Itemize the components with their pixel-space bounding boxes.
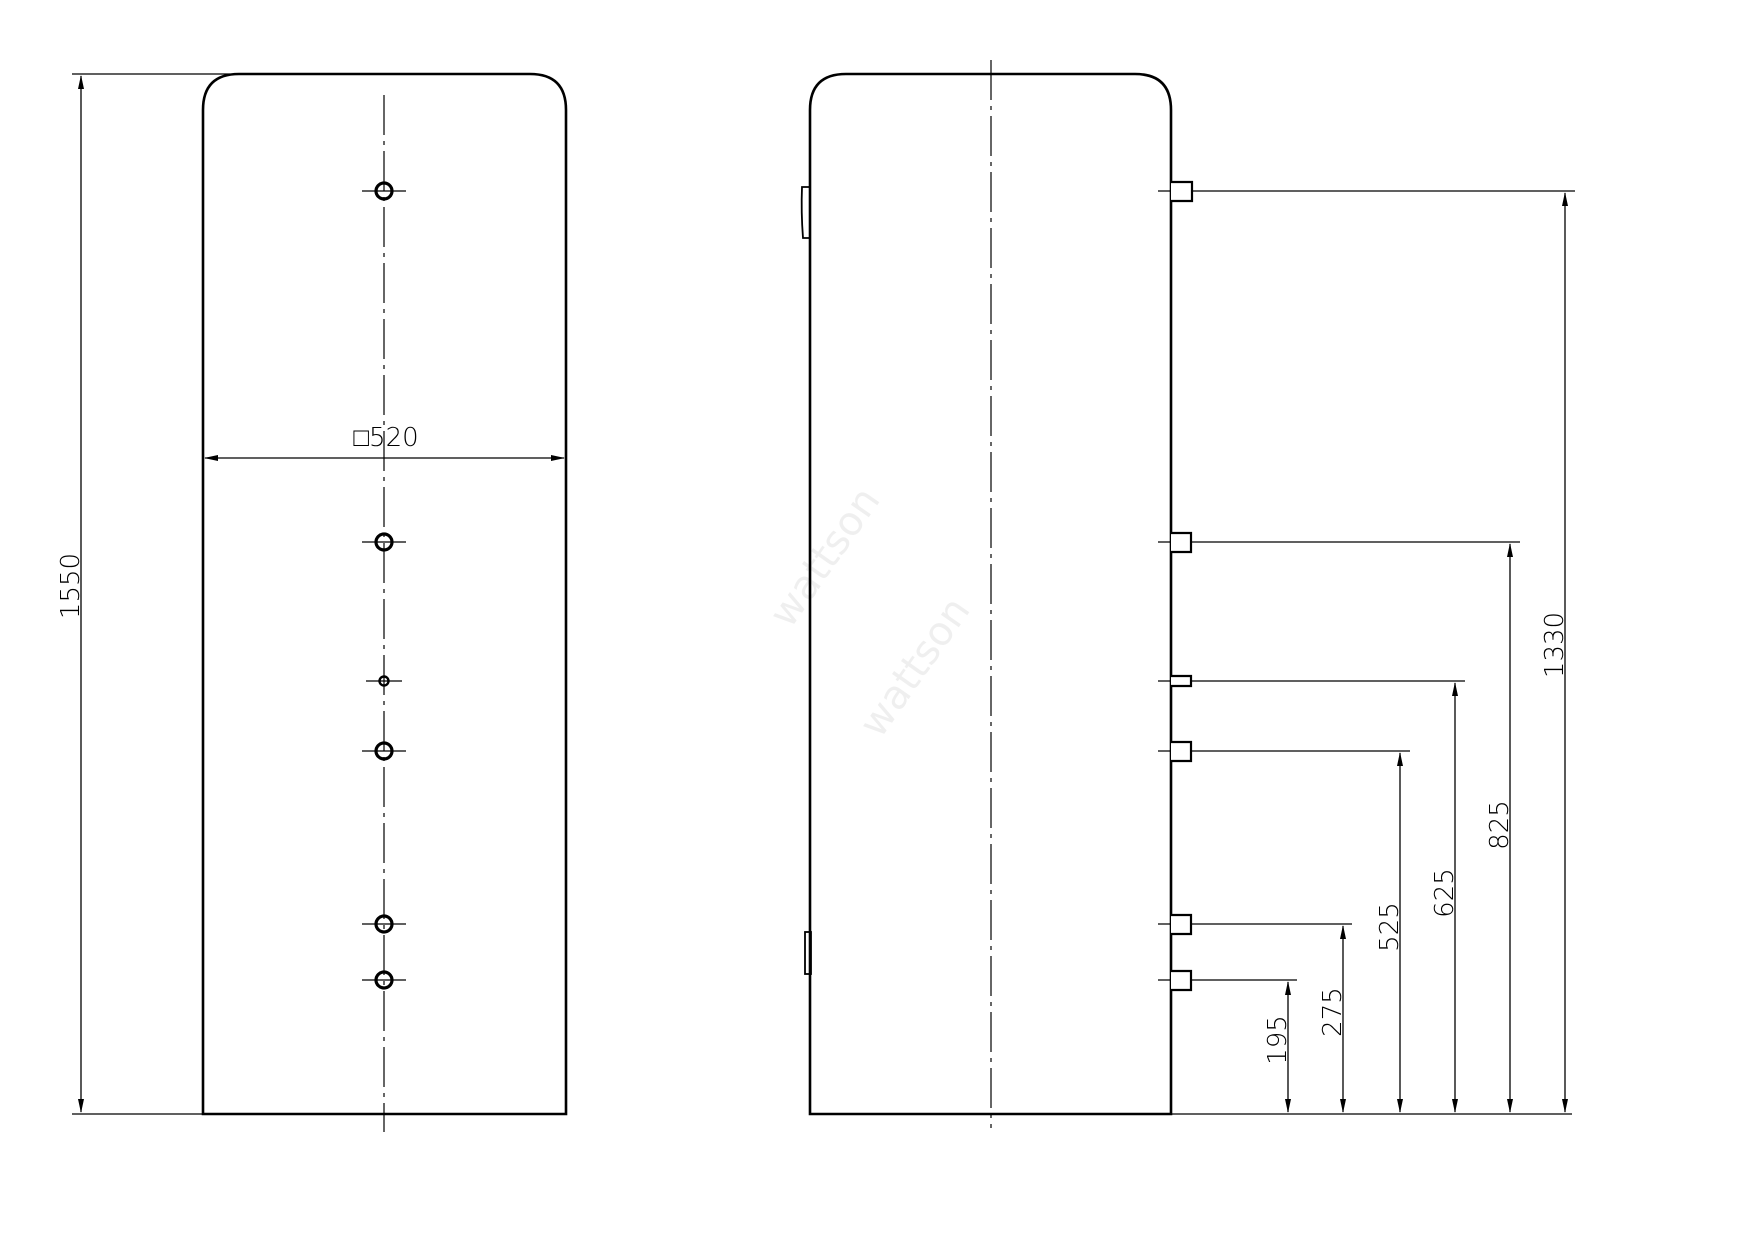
connection-hole — [362, 532, 406, 552]
top-handle — [800, 186, 810, 239]
connection-hole — [362, 741, 406, 761]
dimension-label-195: 195 — [1263, 1015, 1293, 1065]
dimension-label-825: 825 — [1485, 800, 1515, 850]
dimension-1330: 1330 — [1192, 190, 1575, 1113]
dimension-label-275: 275 — [1318, 987, 1348, 1037]
watermark-text-1: wattson — [761, 479, 890, 636]
nozzle — [1158, 740, 1193, 763]
connection-hole — [362, 181, 406, 201]
nozzle — [1158, 531, 1193, 554]
dimension-825: 825 — [1192, 541, 1520, 1113]
sensor-hole — [366, 675, 402, 687]
dimension-label-1330: 1330 — [1540, 612, 1570, 678]
watermark: wattson wattson — [761, 479, 980, 746]
side-nozzles — [1158, 180, 1194, 992]
nozzle-top — [1158, 180, 1194, 203]
dimension-label-525: 525 — [1375, 902, 1405, 952]
dimension-275: 275 — [1192, 923, 1352, 1113]
connection-hole — [362, 970, 406, 990]
nozzle-small — [1158, 674, 1193, 688]
front-view: □520 1550 — [56, 72, 568, 1132]
watermark-text-2: wattson — [851, 589, 980, 746]
side-dimensions: 1330 825 625 525 275 — [1192, 190, 1575, 1113]
width-dimension: □520 — [204, 423, 565, 461]
side-view: 1330 825 625 525 275 — [800, 60, 1575, 1128]
dimension-label-625: 625 — [1430, 868, 1460, 918]
side-view-outline — [808, 72, 1173, 1116]
width-dimension-label: □520 — [353, 423, 418, 453]
front-connections — [362, 181, 406, 990]
nozzle — [1158, 969, 1193, 992]
dimension-525: 525 — [1192, 750, 1410, 1113]
height-dimension: 1550 — [56, 73, 230, 1115]
nozzle — [1158, 913, 1193, 936]
connection-hole — [362, 914, 406, 934]
front-view-outline — [201, 72, 568, 1116]
height-dimension-label: 1550 — [56, 553, 86, 619]
dimension-625: 625 — [1192, 680, 1465, 1113]
bottom-fitting — [804, 931, 812, 975]
dimension-195: 195 — [1192, 979, 1297, 1113]
